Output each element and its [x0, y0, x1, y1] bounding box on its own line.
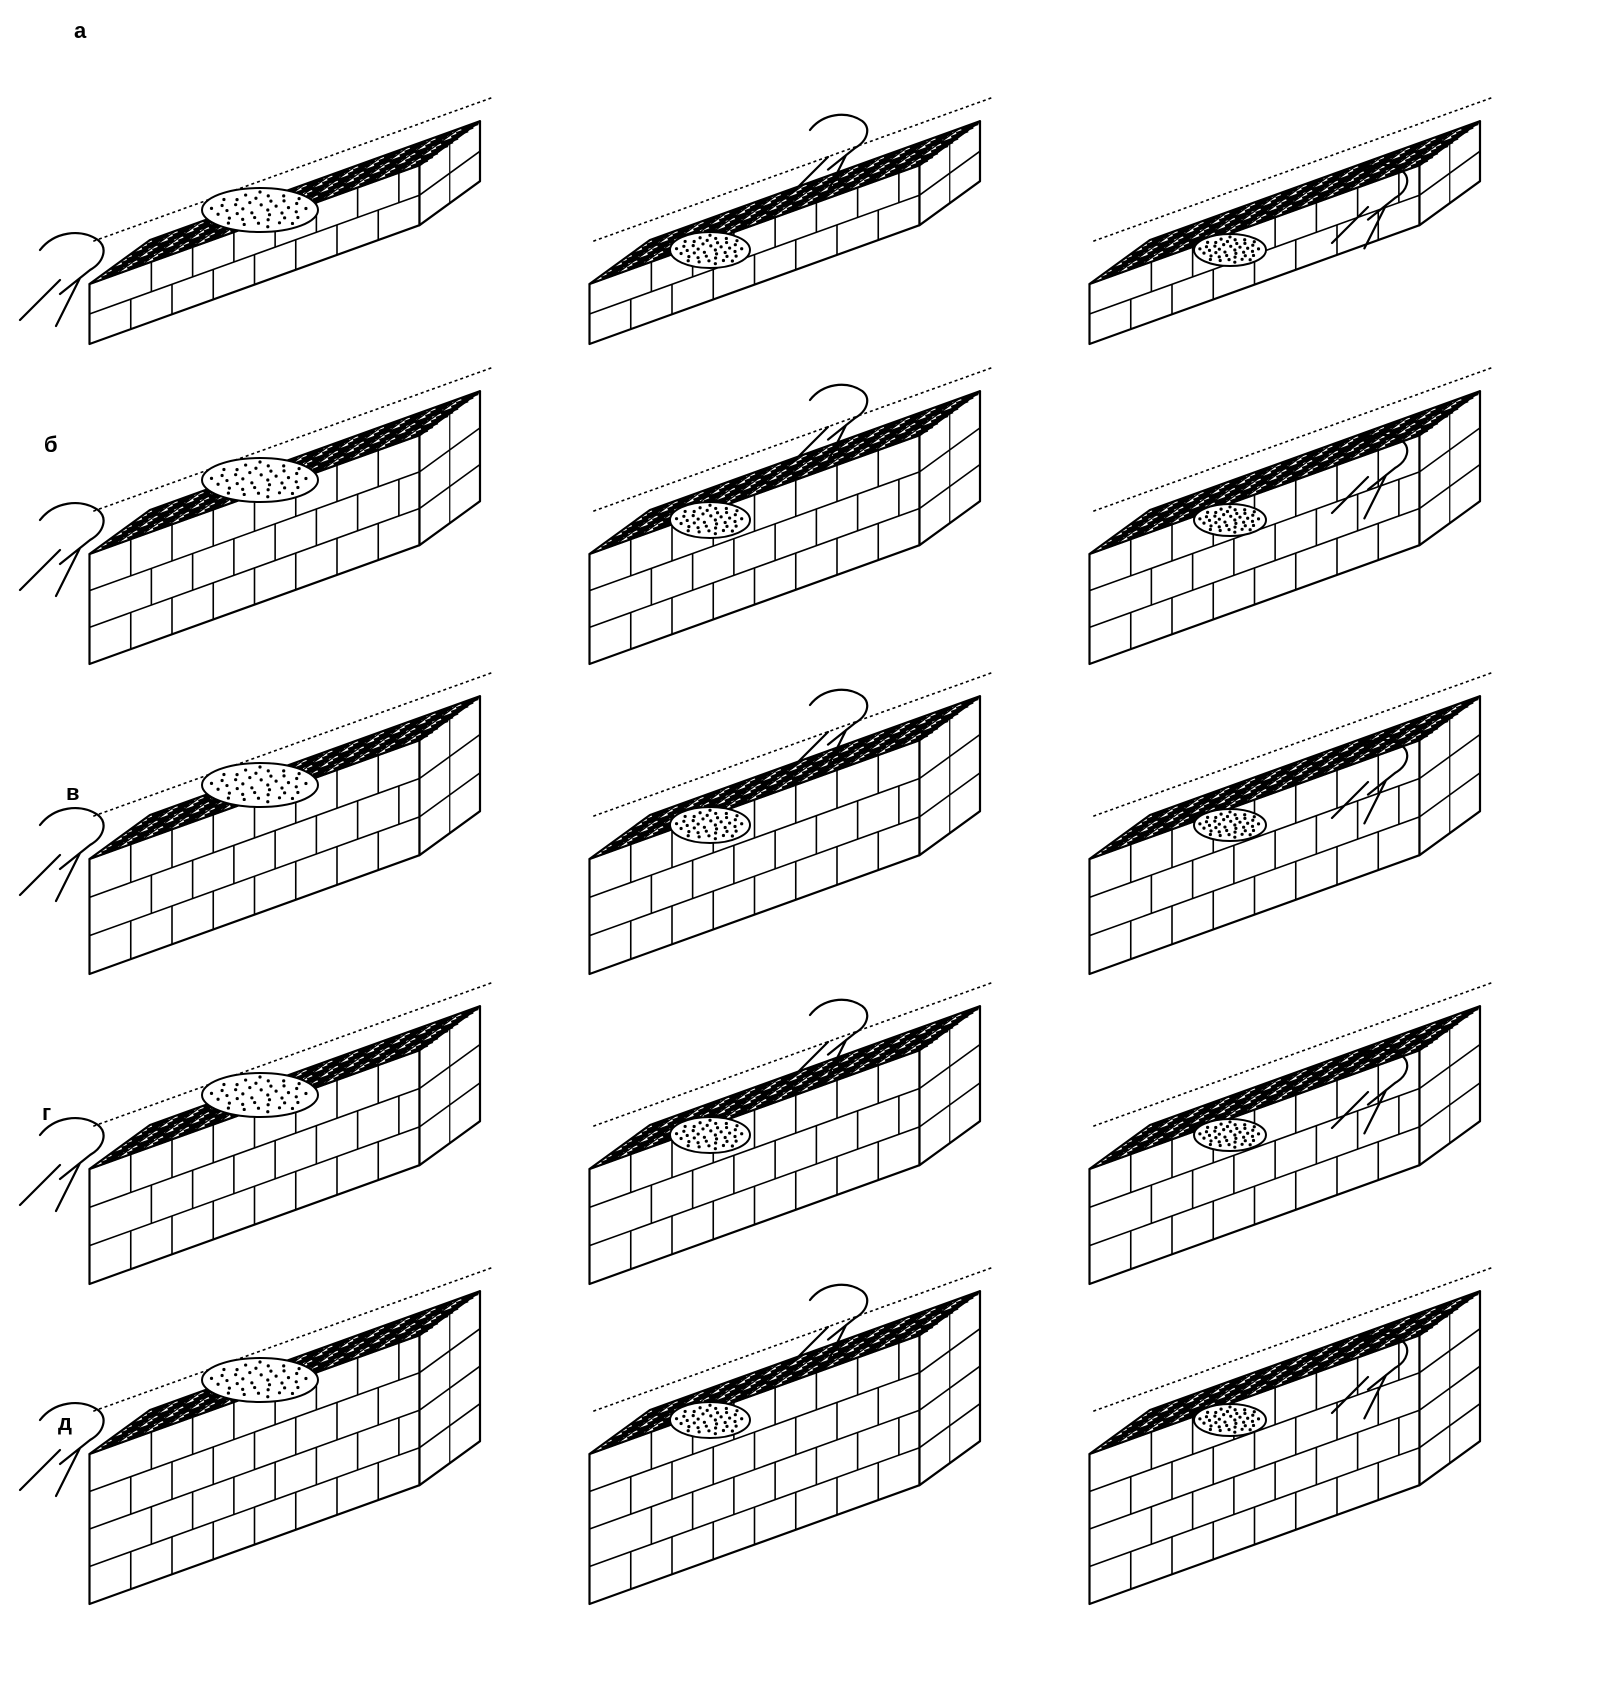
hand-brick-row1 — [790, 113, 869, 200]
hands-level-row3 — [1330, 738, 1409, 825]
hand-brick-row3 — [790, 688, 869, 775]
mortar-row3-col1 — [201, 762, 319, 808]
hands-level-row4 — [1330, 1048, 1409, 1135]
mortar-row3-col3 — [1193, 808, 1267, 842]
wall-row5-col3 — [1088, 1266, 1494, 1606]
mortar-row3-col2 — [669, 806, 751, 844]
hand-trowel-row4 — [18, 1117, 105, 1213]
hand-trowel-row5 — [18, 1402, 105, 1498]
wall-row4-col2 — [588, 981, 994, 1286]
hand-brick-row4 — [790, 998, 869, 1085]
hand-trowel-row2 — [18, 502, 105, 598]
mortar-row1-col3 — [1193, 233, 1267, 267]
mortar-row1-col1 — [201, 187, 319, 233]
wall-row4-col3 — [1088, 981, 1494, 1286]
row-label-d: д — [58, 1410, 72, 1435]
mortar-row4-col2 — [669, 1116, 751, 1154]
mortar-row2-col3 — [1193, 503, 1267, 537]
wall-row2-col1 — [88, 366, 494, 666]
wall-row2-col3 — [1088, 366, 1494, 666]
row-label-v: в — [66, 780, 80, 805]
row-label-a: а — [74, 18, 87, 43]
wall-row1-col2 — [588, 96, 994, 346]
row-label-g: г — [42, 1100, 52, 1125]
hand-brick-row2 — [790, 383, 869, 470]
mortar-row2-col2 — [669, 501, 751, 539]
hands-level-row2 — [1330, 433, 1409, 520]
hands-level-row5 — [1330, 1333, 1409, 1420]
hands-level-row1 — [1330, 163, 1409, 250]
mortar-row5-col1 — [201, 1357, 319, 1403]
wall-row2-col2 — [588, 366, 994, 666]
mortar-row5-col3 — [1193, 1403, 1267, 1437]
wall-row3-col2 — [588, 671, 994, 976]
wall-row4-col1 — [88, 981, 494, 1286]
wall-row5-col1 — [88, 1266, 494, 1606]
hand-brick-row5 — [790, 1283, 869, 1370]
mortar-row1-col2 — [669, 231, 751, 269]
wall-row1-col3 — [1088, 96, 1494, 346]
mortar-row2-col1 — [201, 457, 319, 503]
mortar-row4-col3 — [1193, 1118, 1267, 1152]
row-label-b: б — [44, 432, 58, 457]
mortar-row5-col2 — [669, 1401, 751, 1439]
wall-row5-col2 — [588, 1266, 994, 1606]
hand-trowel-row3 — [18, 807, 105, 903]
mortar-row4-col1 — [201, 1072, 319, 1118]
hand-trowel-row1 — [18, 232, 105, 328]
wall-row3-col1 — [88, 671, 494, 976]
wall-row3-col3 — [1088, 671, 1494, 976]
